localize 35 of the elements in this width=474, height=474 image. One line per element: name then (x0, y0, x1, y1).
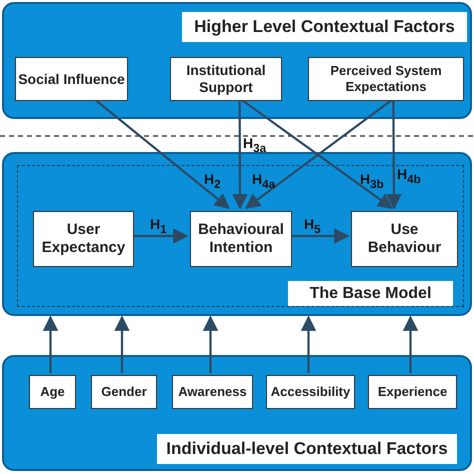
arrow (232, 100, 248, 210)
factor-box: Age (29, 375, 76, 409)
arrow (94, 99, 230, 209)
arrow (132, 228, 189, 244)
edge-label: H$_{5}$ (304, 217, 321, 236)
edge-label: H$_{1}$ (150, 217, 167, 236)
factor-box: User Expectancy (33, 211, 134, 267)
edge-label: H$_{3a}$ (243, 136, 266, 154)
arrow (290, 228, 350, 244)
edge-label: H$_{2}$ (204, 172, 221, 190)
edge-label: H$_{4a}$ (252, 172, 276, 190)
band-panel (2, 2, 472, 119)
factor-box: Gender (91, 375, 157, 409)
arrow (300, 315, 316, 373)
factor-box: Social Influence (15, 57, 128, 101)
factor-box: Experience (368, 375, 457, 409)
factor-box: Accessibility (266, 375, 355, 409)
band-title: The Base Model (288, 281, 453, 306)
factor-box: Use Behaviour (351, 211, 458, 267)
factor-box: Awareness (172, 375, 253, 409)
band-panel (2, 355, 472, 471)
edge-label: H$_{4b}$ (397, 167, 421, 186)
factor-box: Behavioural Intention (190, 211, 292, 267)
model-band (2, 152, 472, 316)
band-title: Individual-level Contextual Factors (157, 434, 457, 464)
arrow (42, 315, 58, 373)
arrow (402, 315, 418, 373)
band-title: Higher Level Contextual Factors (182, 12, 467, 42)
factor-box: Institutional Support (170, 57, 282, 101)
arrow (202, 315, 218, 373)
dashed-frame (17, 165, 464, 307)
factor-box: Perceived System Expectations (308, 57, 464, 101)
edge-label: H$_{3b}$ (360, 172, 384, 190)
arrow (386, 100, 402, 210)
arrow (114, 315, 130, 373)
